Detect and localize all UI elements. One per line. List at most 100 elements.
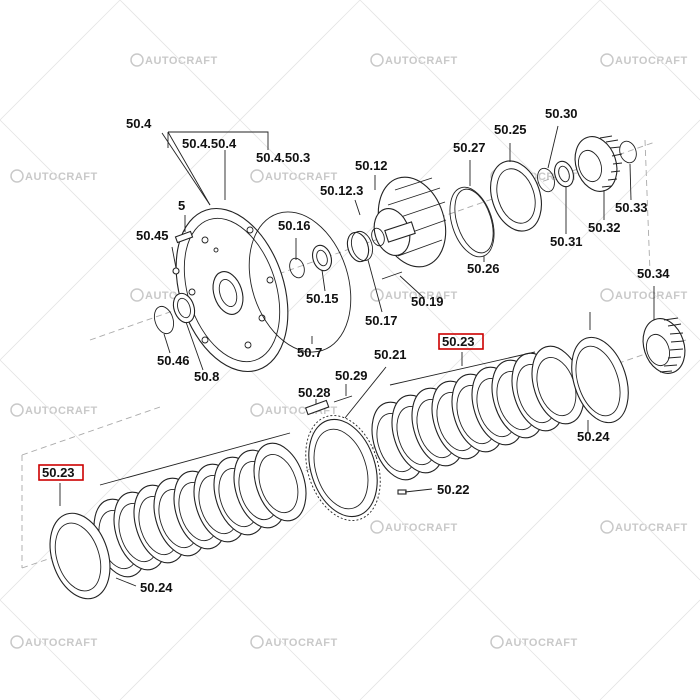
part-label-50-33: 50.33	[615, 200, 648, 215]
watermark-logo-icon	[250, 403, 264, 417]
part-label-50-12: 50.12	[355, 158, 388, 173]
pump-cover-50-4	[175, 207, 289, 373]
watermark-logo-icon	[10, 403, 24, 417]
clutch-pack-top-50-23	[371, 345, 585, 481]
part-label-50-26: 50.26	[467, 261, 500, 276]
part-label-text: 50.24	[577, 429, 610, 444]
seal-50-8	[172, 292, 196, 324]
part-label-text: 50.23	[442, 334, 475, 349]
part-label-50-46: 50.46	[157, 353, 190, 368]
watermark-logo-icon	[10, 169, 24, 183]
seal-50-30	[537, 167, 555, 193]
part-label-50-23-left: 50.23	[38, 464, 84, 481]
oring-50-16	[289, 257, 305, 279]
highlight-box	[38, 464, 84, 481]
part-label-text: 50.8	[194, 369, 219, 384]
part-label-50-31: 50.31	[550, 234, 583, 249]
watermark: AUTOCRAFT	[600, 53, 688, 67]
part-label-text: 50.7	[297, 345, 322, 360]
watermark-logo-icon	[600, 288, 614, 302]
bearing-50-31	[553, 160, 575, 188]
part-label-text: 50.26	[467, 261, 500, 276]
part-label-text: 50.4.50.3	[256, 150, 310, 165]
part-label-50-25: 50.25	[494, 122, 527, 137]
watermark-logo-icon	[370, 520, 384, 534]
clutch-drum-50-12	[371, 176, 447, 268]
part-label-text: 50.19	[411, 294, 444, 309]
clutch-pack-bottom-50-23	[93, 442, 307, 578]
steel-plate-50-24-top	[571, 336, 629, 424]
watermark-text: AUTOCRAFT	[615, 55, 688, 67]
part-label-50-12-3: 50.12.3	[320, 183, 363, 198]
watermark-text: AUTOCRAFT	[615, 522, 688, 534]
part-label-50-4-50-4: 50.4.50.4	[182, 136, 237, 151]
watermark-logo-icon	[600, 53, 614, 67]
watermark-text: AUTOCRAFT	[265, 171, 338, 183]
watermark-logo-icon	[600, 520, 614, 534]
watermark: AUTOCRAFT	[600, 288, 688, 302]
part-label-50-34: 50.34	[637, 266, 670, 281]
part-label-50-24-right: 50.24	[577, 429, 610, 444]
watermark-text: AUTOCRAFT	[25, 171, 98, 183]
part-label-text: 50.25	[494, 122, 527, 137]
part-label-50-8: 50.8	[194, 369, 219, 384]
part-label-text: 50.16	[278, 218, 311, 233]
part-label-50-32: 50.32	[588, 220, 621, 235]
part-label-50-19: 50.19	[411, 294, 444, 309]
watermark-logo-icon	[130, 53, 144, 67]
seal-rings-50-17	[346, 230, 374, 263]
clutch-disc	[253, 442, 307, 522]
watermark: AUTOCRAFT	[10, 403, 97, 417]
part-label-50-7: 50.7	[297, 345, 322, 360]
bushing-50-15	[311, 244, 333, 272]
part-label-text: 50.30	[545, 106, 578, 121]
watermark-text: AUTOCRAFT	[615, 290, 688, 302]
oring-50-26	[449, 186, 495, 258]
part-label-text: 50.23	[42, 465, 75, 480]
part-label-text: 50.12	[355, 158, 388, 173]
part-label-text: 50.29	[335, 368, 368, 383]
seal-50-46	[153, 305, 175, 335]
part-label-text: 50.32	[588, 220, 621, 235]
part-label-text: 50.31	[550, 234, 583, 249]
part-label-text: 5	[178, 198, 185, 213]
part-label-text: 50.17	[365, 313, 398, 328]
watermark: AUTOCRAFT	[370, 53, 457, 67]
clutch-hub-50-21	[305, 415, 381, 521]
part-labels: 50.450.4.50.450.4.50.3550.4550.1650.1550…	[38, 106, 670, 595]
watermark: AUTOCRAFT	[250, 635, 337, 649]
watermark: AUTOCRAFT	[370, 288, 458, 302]
watermark: AUTOCRAFT	[490, 635, 577, 649]
watermark-logo-icon	[370, 288, 384, 302]
part-label-50-4-50-3: 50.4.50.3	[256, 150, 310, 165]
spring-50-28	[304, 399, 330, 416]
watermark-logo-icon	[10, 635, 24, 649]
watermark-text: AUTOCRAFT	[385, 290, 458, 302]
bolt-5	[174, 230, 194, 244]
steel-plate-50-24-bottom	[49, 512, 111, 600]
plug-50-22	[397, 489, 407, 495]
watermark: AUTOCRAFT	[370, 520, 457, 534]
watermark: AUTOCRAFT	[600, 520, 688, 534]
watermark-logo-icon	[370, 53, 384, 67]
part-label-text: 50.24	[140, 580, 173, 595]
part-label-50-23-top: 50.23	[438, 333, 484, 350]
watermark-logo-icon	[490, 635, 504, 649]
piston-50-25	[490, 160, 542, 232]
part-label-50-17: 50.17	[365, 313, 398, 328]
watermark-text: AUTOCRAFT	[25, 637, 98, 649]
highlight-box	[438, 333, 484, 350]
gasket-50-7	[248, 211, 352, 353]
watermark-logo-icon	[130, 288, 144, 302]
snap-ring-50-33	[619, 140, 637, 164]
gear-50-34	[642, 317, 686, 374]
part-label-50-28: 50.28	[298, 385, 331, 400]
part-label-text: 50.12.3	[320, 183, 363, 198]
pin-50-19	[381, 271, 403, 280]
part-label-text: 50.46	[157, 353, 190, 368]
part-label-text: 50.4.50.4	[182, 136, 237, 151]
part-label-text: 50.27	[453, 140, 486, 155]
watermark-logo-icon	[250, 635, 264, 649]
